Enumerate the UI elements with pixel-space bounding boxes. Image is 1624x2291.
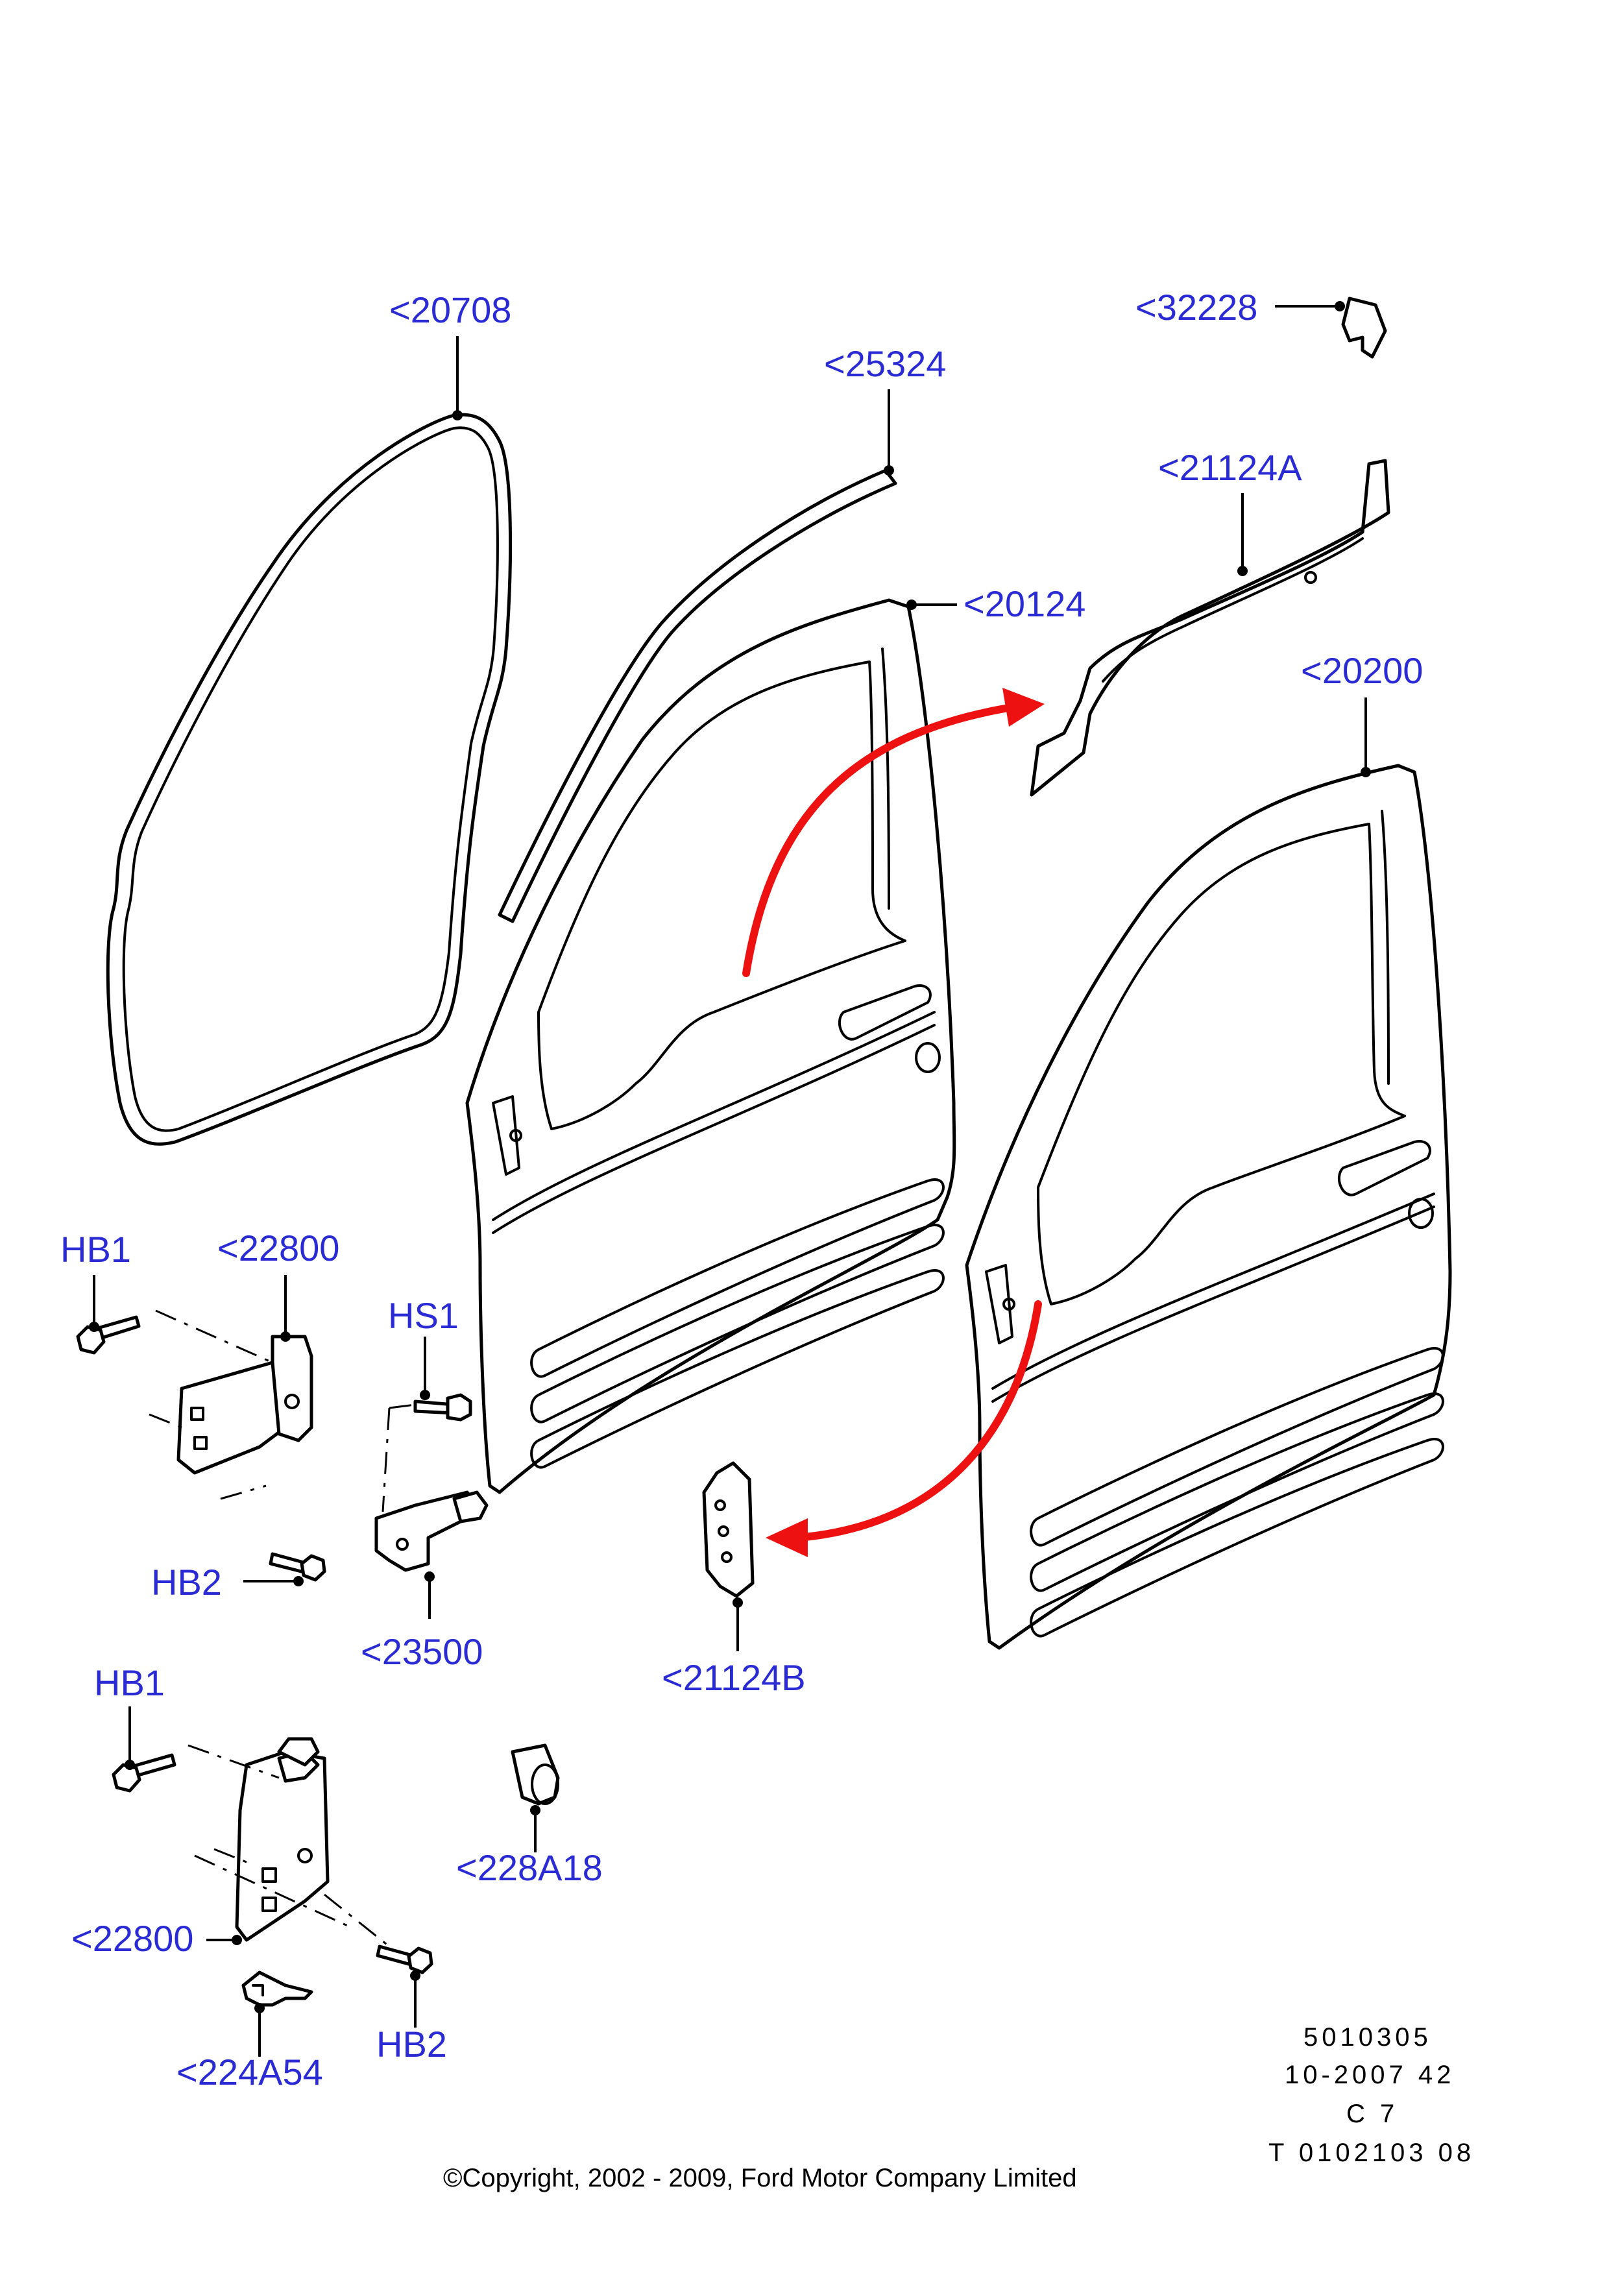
callout-20200: <20200 bbox=[1301, 650, 1423, 691]
weatherstrip-part bbox=[106, 413, 513, 1146]
callout-hs1: HS1 bbox=[388, 1295, 459, 1336]
upper-hinge-part bbox=[176, 1335, 313, 1475]
bolt-hb2-bottom bbox=[376, 1945, 433, 1974]
callout-hb1-top: HB1 bbox=[60, 1229, 131, 1270]
clip-32228-part bbox=[1341, 297, 1387, 359]
callout-hb2-top: HB2 bbox=[151, 1562, 222, 1603]
direction-arrow-lower bbox=[766, 1300, 1042, 1557]
reinforcement-21124B-part bbox=[702, 1461, 755, 1598]
callout-21124A: <21124A bbox=[1158, 447, 1302, 488]
callout-224A54: <224A54 bbox=[176, 2052, 323, 2092]
meta-line-2: 10-2007 42 bbox=[1285, 2061, 1455, 2089]
reinforcement-21124A-part bbox=[1030, 459, 1390, 797]
door-shell-20124-part bbox=[465, 598, 956, 1494]
callout-32228: <32228 bbox=[1135, 287, 1257, 328]
callout-20708: <20708 bbox=[389, 289, 511, 330]
meta-line-1: 5010305 bbox=[1303, 2023, 1432, 2052]
callout-22800-top: <22800 bbox=[217, 1228, 339, 1268]
callout-hb1-bottom: HB1 bbox=[94, 1662, 165, 1703]
meta-line-4: T 0102103 08 bbox=[1268, 2139, 1475, 2167]
direction-arrow-upper bbox=[742, 688, 1045, 977]
callout-228A18: <228A18 bbox=[456, 1847, 603, 1888]
lower-hinge-part bbox=[235, 1737, 330, 1942]
callout-22800-bottom: <22800 bbox=[71, 1918, 193, 1959]
bolt-hs1 bbox=[413, 1393, 472, 1422]
meta-line-3: C 7 bbox=[1346, 2100, 1398, 2128]
moulding-strip-part bbox=[498, 468, 897, 923]
bolt-hb2-top bbox=[269, 1552, 326, 1582]
hinge-clip-part bbox=[241, 1970, 313, 2007]
bump-stop-part bbox=[511, 1743, 560, 1806]
bolt-hb1-bottom bbox=[112, 1753, 176, 1793]
copyright-text: ©Copyright, 2002 - 2009, Ford Motor Comp… bbox=[443, 2164, 1077, 2192]
check-strap-part bbox=[374, 1490, 489, 1572]
callout-21124B: <21124B bbox=[662, 1657, 806, 1698]
leader-lines bbox=[89, 301, 1371, 2057]
callout-20124: <20124 bbox=[963, 583, 1085, 624]
callout-23500: <23500 bbox=[361, 1631, 483, 1672]
callout-hb2-bottom: HB2 bbox=[376, 2024, 447, 2065]
bolt-hb1-top bbox=[76, 1315, 141, 1355]
callout-25324: <25324 bbox=[824, 343, 946, 384]
assembly-lines bbox=[149, 1309, 416, 1948]
door-shell-20200-part bbox=[965, 764, 1452, 1650]
